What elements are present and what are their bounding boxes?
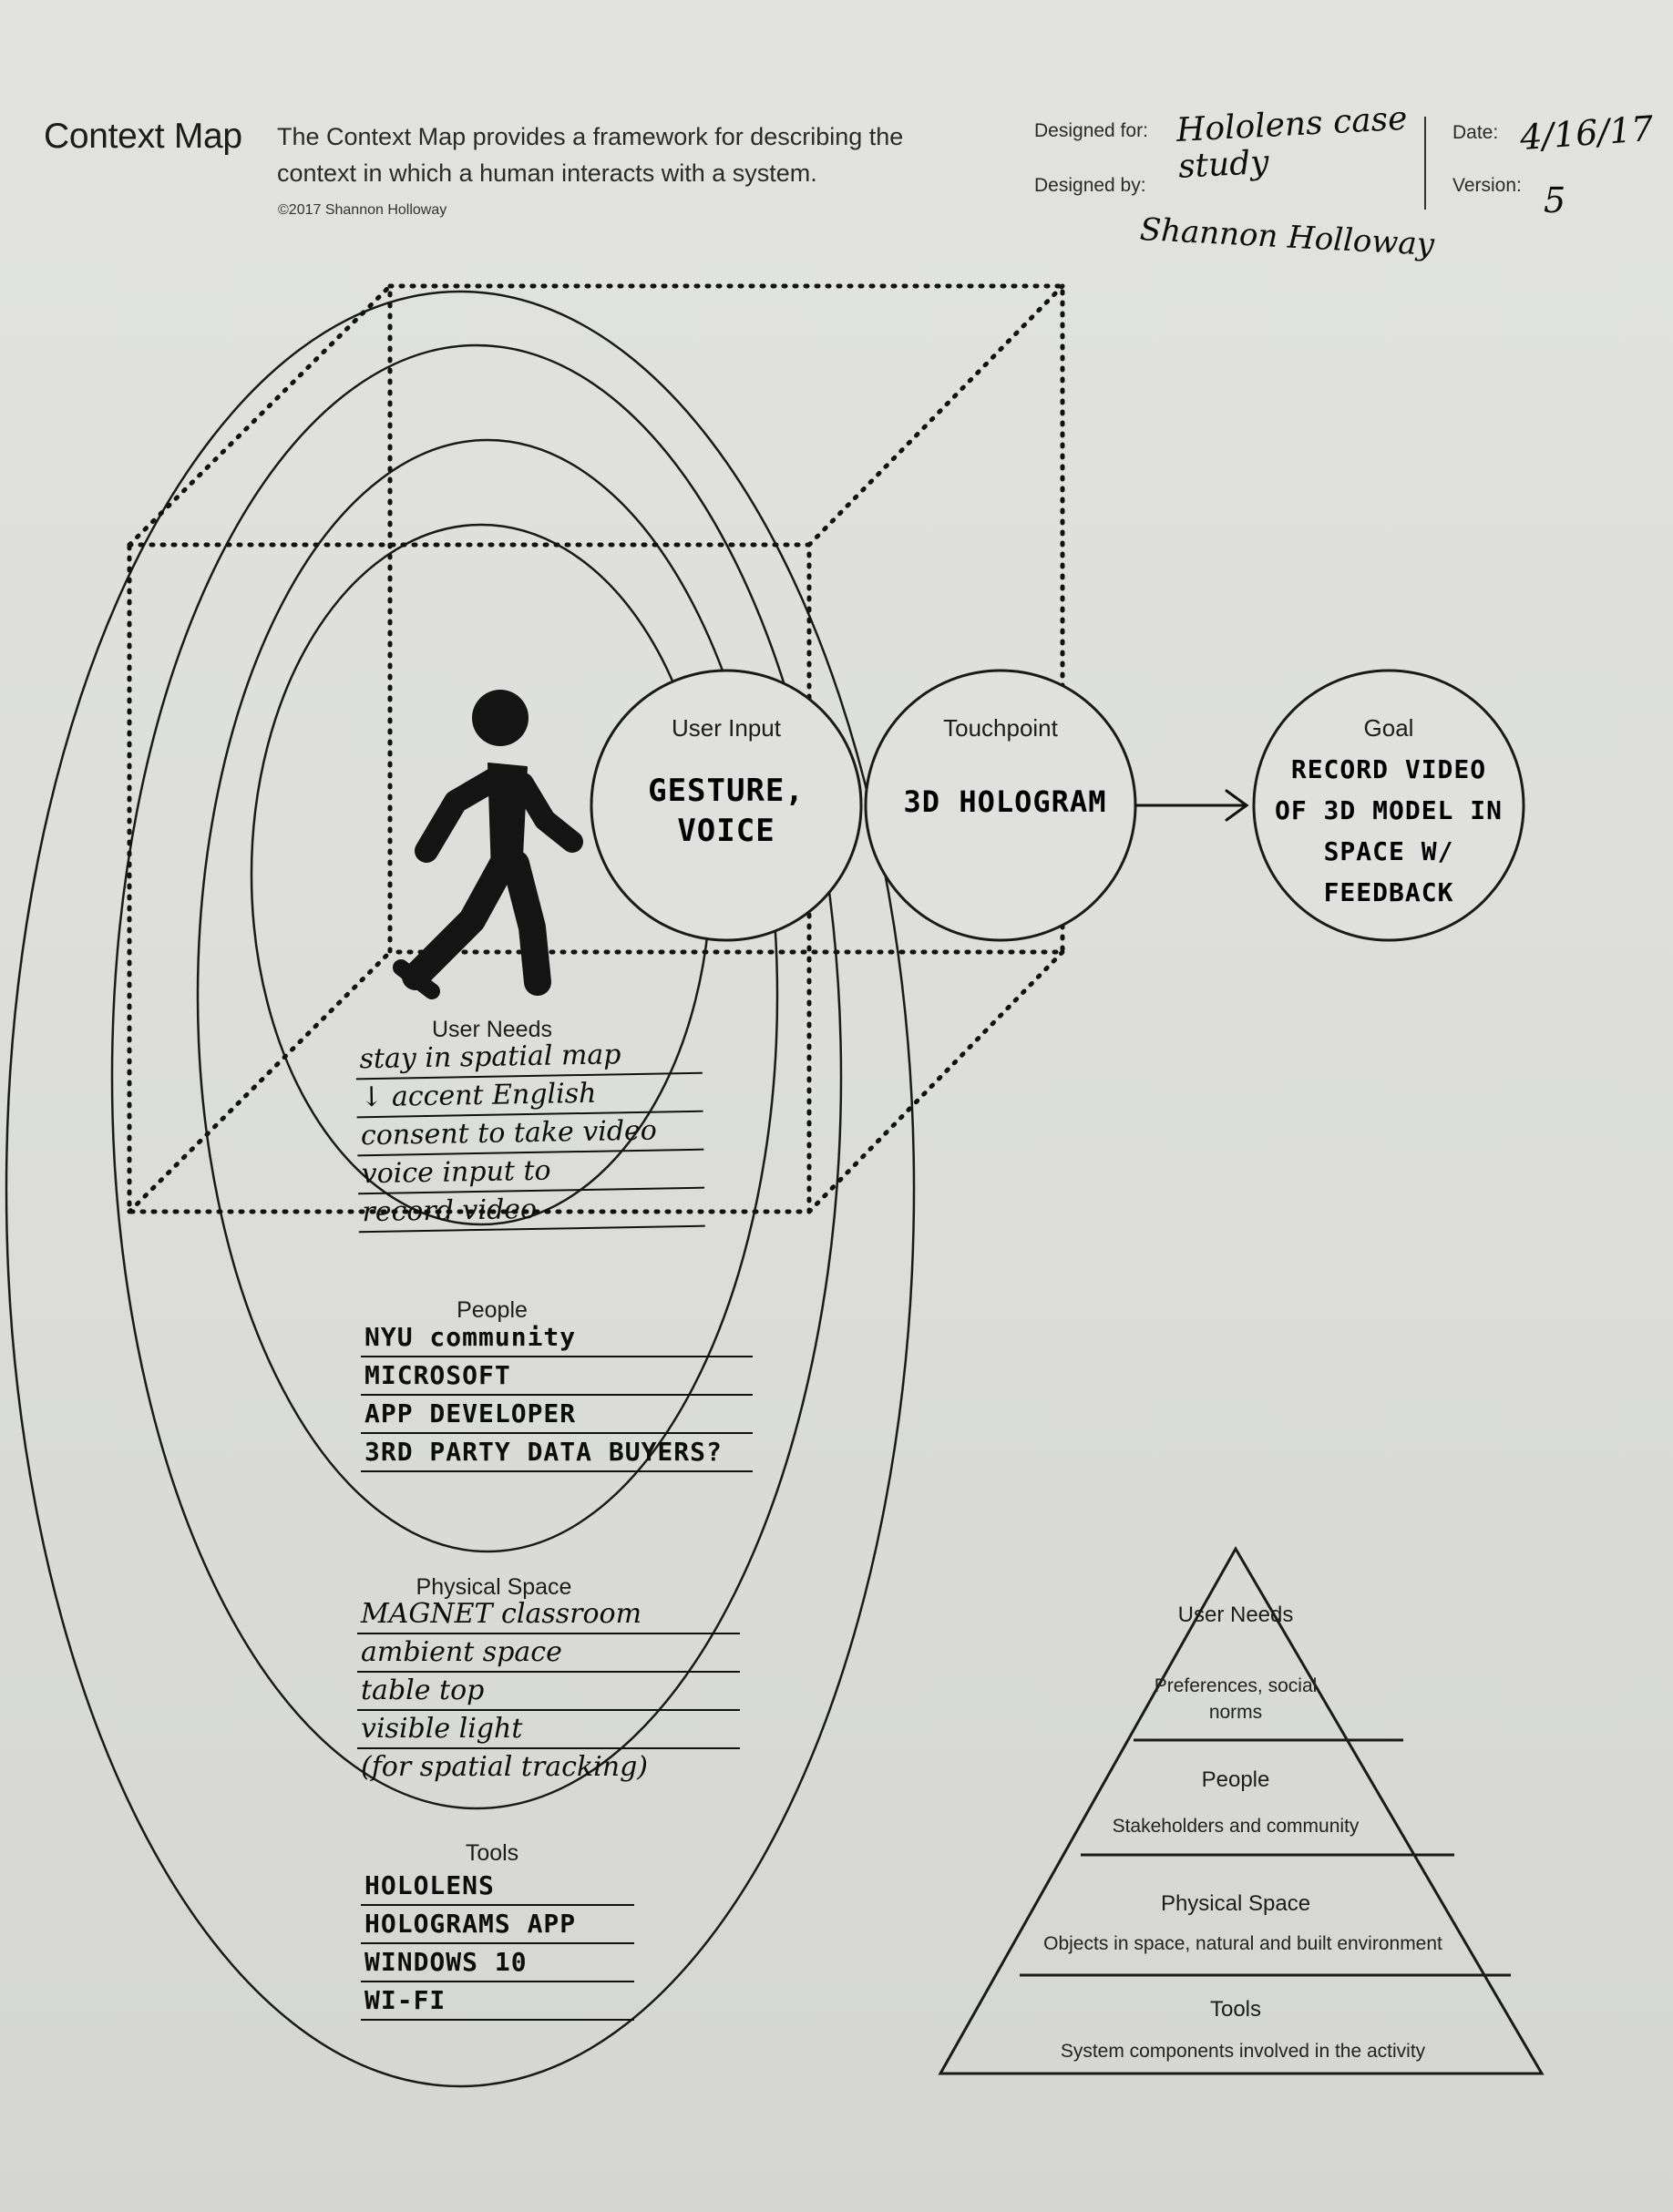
list-item: HOLOGRAMS APP bbox=[361, 1906, 634, 1944]
list-item: WI-FI bbox=[361, 1982, 634, 2021]
walking-person-icon bbox=[393, 690, 583, 999]
list-item: table top bbox=[357, 1673, 740, 1711]
tools-label: Tools bbox=[465, 1840, 519, 1866]
goal-label: Goal bbox=[1363, 714, 1414, 742]
list-item: HOLOLENS bbox=[361, 1868, 634, 1906]
list-item: record video bbox=[358, 1188, 705, 1234]
ring-physical-space bbox=[110, 343, 843, 1810]
version-label: Version: bbox=[1452, 175, 1522, 196]
legend-pyramid bbox=[938, 1545, 1545, 2075]
user-needs-list: stay in spatial map ↓ accent English con… bbox=[355, 1035, 705, 1234]
list-item: NYU community bbox=[361, 1319, 753, 1357]
list-item: voice input to bbox=[357, 1150, 705, 1195]
user-input-label: User Input bbox=[672, 714, 781, 742]
people-label: People bbox=[457, 1297, 528, 1323]
physical-space-label: Physical Space bbox=[416, 1574, 572, 1600]
legend-tier-desc: System components involved in the activi… bbox=[1060, 2041, 1426, 2062]
header-divider bbox=[1424, 117, 1426, 210]
legend-tier-title: User Needs bbox=[1177, 1603, 1294, 1627]
user-input-circle bbox=[590, 669, 863, 942]
list-item: visible light bbox=[357, 1711, 740, 1749]
legend-tier-desc: Objects in space, natural and built envi… bbox=[1043, 1933, 1442, 1954]
page-title: Context Map bbox=[44, 117, 242, 156]
dotted-cube bbox=[127, 283, 1065, 1214]
legend-tier-desc: Stakeholders and community bbox=[1112, 1816, 1360, 1837]
touchpoint-value: 3D HOLOGRAM bbox=[903, 784, 1107, 819]
legend-tier-title: Tools bbox=[1209, 1997, 1262, 2022]
arrow-right-icon bbox=[1134, 789, 1249, 822]
user-needs-label: User Needs bbox=[432, 1017, 552, 1042]
legend-tier-desc: Preferences, social norms bbox=[1154, 1675, 1318, 1723]
list-item: APP DEVELOPER bbox=[361, 1396, 753, 1434]
physical-space-list: MAGNET classroom ambient space table top… bbox=[357, 1596, 740, 1786]
version-value: 5 bbox=[1544, 180, 1566, 220]
ring-tools bbox=[5, 290, 916, 2088]
touchpoint-label: Touchpoint bbox=[943, 714, 1058, 742]
legend-tier-title: People bbox=[1201, 1767, 1270, 1792]
tools-list: HOLOLENS HOLOGRAMS APP WINDOWS 10 WI-FI bbox=[361, 1868, 634, 2021]
list-item: MICROSOFT bbox=[361, 1357, 753, 1396]
copyright-notice: ©2017 Shannon Holloway bbox=[278, 202, 447, 218]
legend-tier-title: Physical Space bbox=[1160, 1891, 1311, 1916]
page-description: The Context Map provides a framework for… bbox=[277, 123, 904, 187]
date-label: Date: bbox=[1452, 122, 1499, 143]
designed-for-label: Designed for: bbox=[1034, 120, 1148, 141]
user-input-value: GESTURE, VOICE bbox=[648, 773, 805, 849]
list-item: consent to take video bbox=[356, 1111, 704, 1157]
goal-value: RECORD VIDEO OF 3D MODEL IN SPACE W/ FEE… bbox=[1274, 754, 1503, 907]
ring-people bbox=[196, 438, 779, 1553]
people-list: NYU community MICROSOFT APP DEVELOPER 3R… bbox=[361, 1319, 753, 1472]
designed-by-label: Designed by: bbox=[1034, 175, 1146, 196]
list-item: stay in spatial map bbox=[355, 1035, 703, 1080]
goal-circle bbox=[1252, 669, 1525, 942]
list-item: 3RD PARTY DATA BUYERS? bbox=[361, 1434, 753, 1472]
list-item: MAGNET classroom bbox=[357, 1596, 740, 1634]
list-item: (for spatial tracking) bbox=[361, 1751, 648, 1783]
list-item: WINDOWS 10 bbox=[361, 1944, 634, 1982]
list-item: ↓ accent English bbox=[355, 1073, 703, 1119]
list-item: ambient space bbox=[357, 1634, 740, 1673]
